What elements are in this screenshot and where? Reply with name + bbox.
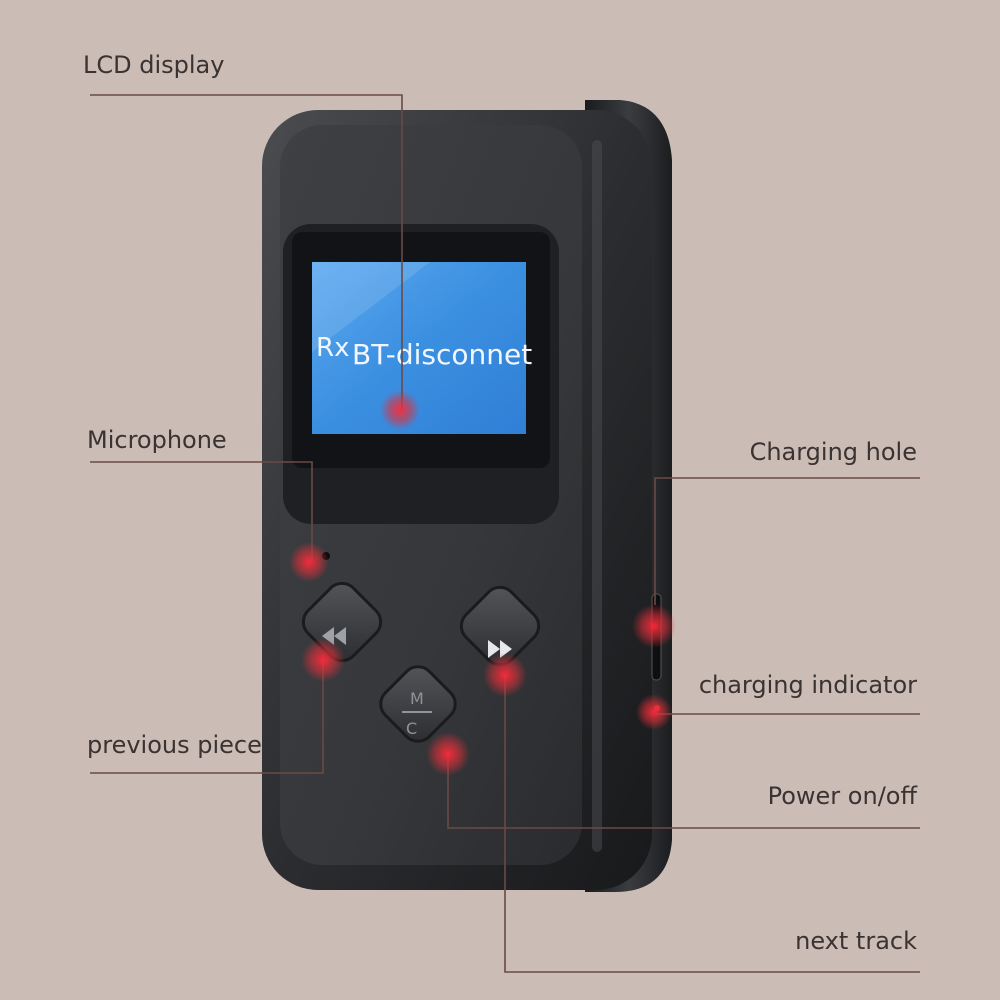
device-edge-highlight (592, 140, 602, 852)
marker-charging-indicator (636, 694, 672, 730)
leader-lines (90, 94, 920, 973)
marker-lcd (380, 390, 420, 430)
red-markers (289, 390, 676, 776)
next-button[interactable] (455, 581, 546, 672)
label-charging-indicator: charging indicator (698, 671, 917, 699)
mode-label-top: M (410, 689, 424, 708)
screen-status-text: BT-disconnet (352, 338, 532, 371)
leader-charging-hole (654, 477, 920, 605)
marker-previous (301, 638, 345, 682)
leader-next (504, 675, 920, 973)
mode-label-bottom: C (406, 719, 417, 738)
label-next-track: next track (795, 927, 917, 955)
label-power-on-off: Power on/off (767, 782, 917, 810)
leader-lcd (90, 94, 403, 410)
mode-power-button[interactable]: M C (374, 660, 462, 748)
label-charging-hole: Charging hole (749, 438, 917, 466)
marker-microphone (289, 542, 329, 582)
label-microphone: Microphone (87, 426, 227, 454)
leader-previous (90, 660, 324, 774)
label-previous-piece: previous piece (87, 731, 262, 759)
marker-next (483, 653, 527, 697)
marker-power (426, 732, 470, 776)
leader-microphone (90, 461, 313, 560)
label-lcd-display: LCD display (83, 51, 225, 79)
screen-glare (312, 262, 430, 352)
screen-mode-text: Rx (316, 333, 349, 363)
leader-power (447, 752, 920, 829)
marker-charging-hole (632, 604, 676, 648)
